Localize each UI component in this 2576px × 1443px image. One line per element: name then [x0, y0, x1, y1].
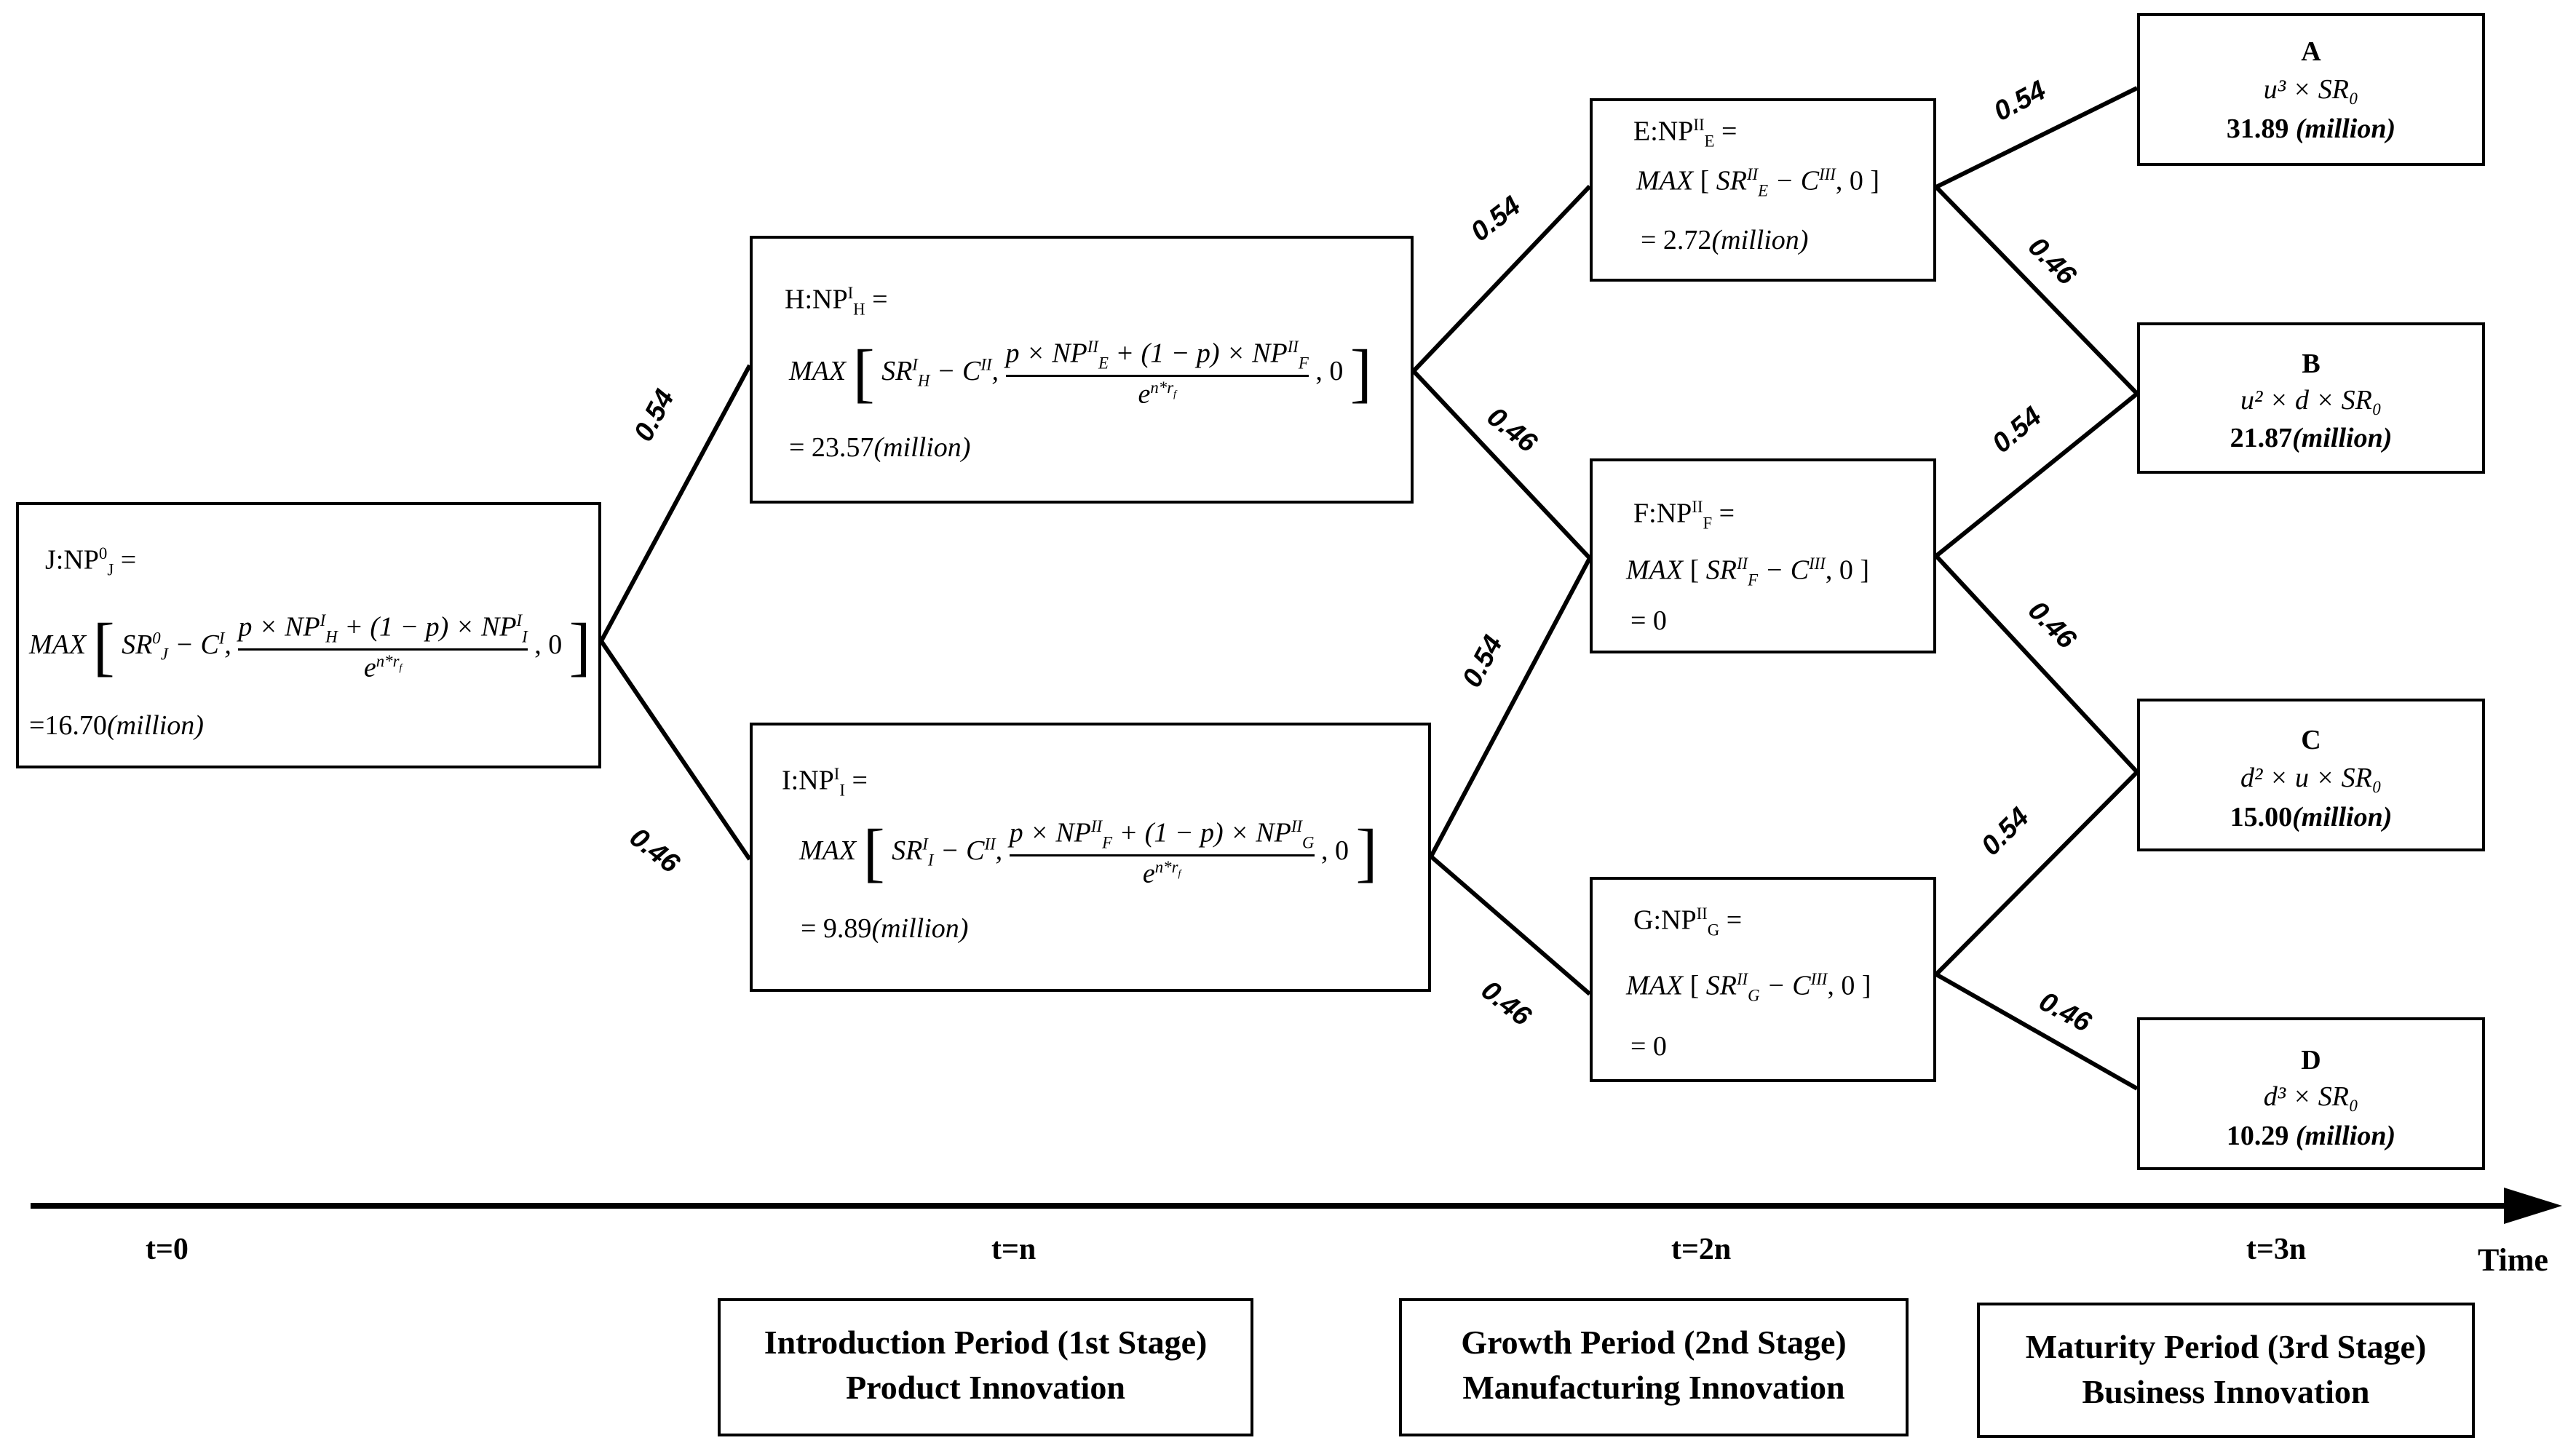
edge-I-G: [1430, 854, 1591, 996]
node-G-value: = 0: [1630, 1031, 1667, 1062]
node-G: G:NPIIG = MAX [ SRIIG − CIII, 0 ] = 0: [1590, 877, 1936, 1082]
edge-I-F: [1429, 557, 1592, 858]
terminal-A-label: A: [2301, 36, 2321, 67]
timeline-arrowhead: [2504, 1188, 2562, 1224]
node-I-value: = 9.89: [801, 913, 872, 944]
edge-G-C: [1934, 770, 2139, 977]
terminal-C-label: C: [2301, 725, 2321, 755]
node-J-value: =16.70: [29, 710, 107, 741]
node-G-formula: MAX [ SRIIG − CIII, 0 ]: [1626, 970, 1871, 1005]
stage-growth-subtitle: Manufacturing Innovation: [1462, 1369, 1845, 1406]
node-I-head: I:NP: [782, 765, 834, 796]
terminal-C-expr: d² × u × SR₀: [2240, 763, 2382, 793]
terminal-A: A u³ × SR₀ 31.89 (million): [2137, 13, 2485, 166]
node-F-formula: MAX [ SRIIF − CIII, 0 ]: [1626, 554, 1870, 589]
terminal-B-label: B: [2302, 349, 2321, 379]
terminal-D-expr: d³ × SR₀: [2263, 1081, 2359, 1112]
node-E: E:NPIIE = MAX [ SRIIE − CIII, 0 ] = 2.72…: [1590, 98, 1936, 282]
node-E-head: E:NP: [1633, 116, 1694, 147]
terminal-A-expr: u³ × SR₀: [2263, 74, 2359, 105]
node-J-formula: MAX [ SR0J − CI, p × NPIH + (1 − p) × NP…: [29, 611, 591, 683]
edge-E-B: [1934, 185, 2139, 396]
terminal-A-value: 31.89: [2226, 114, 2289, 144]
node-E-value: = 2.72: [1641, 225, 1712, 255]
edge-H-F: [1411, 369, 1592, 560]
node-I: I:NPII = MAX [ SRII − CII, p × NPIIF + (…: [750, 723, 1431, 992]
stage-introduction-title: Introduction Period (1st Stage): [764, 1324, 1208, 1361]
terminal-B: B u² × d × SR₀ 21.87(million): [2137, 322, 2485, 474]
edge-H-E: [1411, 184, 1592, 373]
terminal-B-expr: u² × d × SR₀: [2240, 385, 2382, 416]
terminal-D-value: 10.29: [2226, 1121, 2289, 1151]
time-label-n: t=n: [991, 1233, 1037, 1266]
stage-growth-title: Growth Period (2nd Stage): [1461, 1324, 1847, 1361]
node-E-formula: MAX [ SRIIE − CIII, 0 ]: [1636, 165, 1880, 200]
terminal-B-value: 21.87: [2230, 423, 2293, 453]
node-F-head: F:NP: [1633, 498, 1692, 529]
node-I-formula: MAX [ SRII − CII, p × NPIIF + (1 − p) × …: [799, 816, 1378, 889]
stage-maturity: Maturity Period (3rd Stage) Business Inn…: [1977, 1303, 2475, 1438]
stage-maturity-subtitle: Business Innovation: [2082, 1373, 2370, 1410]
time-label-0: t=0: [146, 1233, 189, 1266]
terminal-C: C d² × u × SR₀ 15.00(million): [2137, 699, 2485, 851]
node-H-formula: MAX [ SRIH − CII, p × NPIIE + (1 − p) × …: [789, 337, 1372, 410]
stage-introduction-subtitle: Product Innovation: [846, 1369, 1125, 1406]
edge-E-A: [1935, 86, 2139, 189]
edge-J-H: [599, 364, 752, 643]
edge-J-I: [599, 640, 752, 861]
terminal-C-value: 15.00: [2230, 802, 2293, 832]
node-F: F:NPIIF = MAX [ SRIIF − CIII, 0 ] = 0: [1590, 458, 1936, 653]
node-J: J:NP0J = MAX [ SR0J − CI, p × NPIH + (1 …: [16, 502, 601, 768]
stage-growth: Growth Period (2nd Stage) Manufacturing …: [1399, 1298, 1909, 1436]
stage-introduction: Introduction Period (1st Stage) Product …: [718, 1298, 1253, 1436]
node-H-head: H:NP: [785, 284, 848, 315]
time-label-2n: t=2n: [1671, 1233, 1732, 1266]
node-H-value: = 23.57: [789, 432, 874, 463]
edge-F-B: [1935, 391, 2139, 558]
node-F-value: = 0: [1630, 605, 1667, 636]
time-label-3n: t=3n: [2246, 1233, 2307, 1266]
node-J-head: J:NP: [45, 544, 99, 576]
edge-G-D: [1935, 972, 2139, 1091]
node-G-head: G:NP: [1633, 905, 1697, 936]
node-H: H:NPIH = MAX [ SRIH − CII, p × NPIIE + (…: [750, 236, 1414, 504]
stage-maturity-title: Maturity Period (3rd Stage): [2025, 1328, 2427, 1365]
time-axis-label: Time: [2478, 1242, 2548, 1278]
terminal-D: D d³ × SR₀ 10.29 (million): [2137, 1017, 2485, 1170]
terminal-D-label: D: [2301, 1045, 2321, 1076]
edge-F-C: [1934, 554, 2139, 774]
